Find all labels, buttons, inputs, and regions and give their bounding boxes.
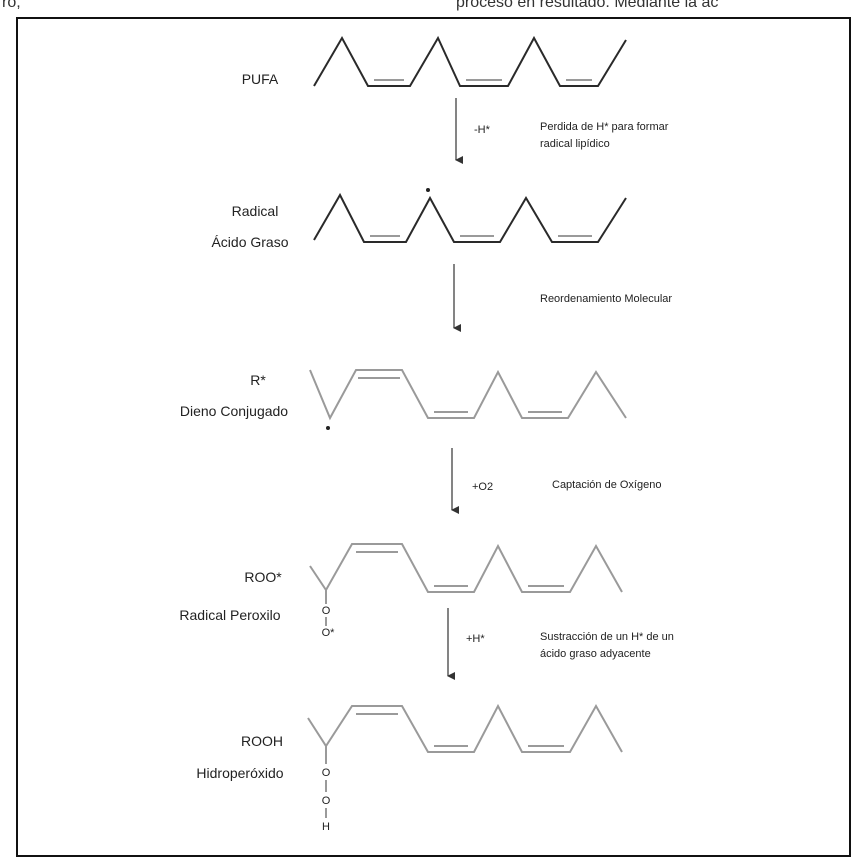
cropped-header-text: ro, proceso en resultado. Mediante la ac (0, 0, 866, 18)
peroxyl-oxygen-1: O (322, 605, 331, 617)
transition-1-description-line-1: Perdida de H* para formar (540, 121, 669, 133)
step-label-hydroperoxide: ROOH (241, 733, 283, 749)
molecule-conjugated-diene (309, 369, 627, 421)
reagent-label-3: +O2 (472, 481, 493, 493)
molecule-peroxyl (309, 543, 623, 604)
step-sublabel-peroxyl: Radical Peroxilo (179, 607, 280, 623)
transition-4-description-line-2: ácido graso adyacente (540, 648, 651, 660)
reagent-label-1: -H* (474, 124, 491, 136)
transition-1-description-line-2: radical lipídico (540, 138, 610, 150)
molecule-radical (313, 192, 627, 243)
transition-4-description-line-1: Sustracción de un H* de un (540, 631, 674, 643)
molecule-pufa (313, 35, 627, 87)
step-label-radical: Radical (232, 203, 279, 219)
hydroperoxide-oxygen-2: O (322, 795, 331, 807)
step-sublabel-radical: Ácido Graso (211, 234, 288, 250)
step-label-conjugated-diene: R* (250, 372, 266, 388)
transition-3-description: Captación de Oxígeno (552, 479, 661, 491)
peroxyl-oxygen-2: O* (322, 627, 336, 639)
reagent-label-4: +H* (466, 633, 485, 645)
step-sublabel-hydroperoxide: Hidroperóxido (196, 765, 283, 781)
hydroperoxide-hydrogen: H (322, 821, 330, 833)
step-sublabel-conjugated-diene: Dieno Conjugado (180, 403, 288, 419)
header-left-fragment: ro, (2, 0, 21, 11)
step-label-pufa: PUFA (242, 71, 279, 87)
step-label-peroxyl: ROO* (244, 569, 282, 585)
radical-dot (426, 188, 430, 192)
transition-2-description: Reordenamiento Molecular (540, 293, 672, 305)
hydroperoxide-oxygen-1: O (322, 767, 331, 779)
molecule-hydroperoxide (307, 703, 623, 764)
radical-dot-diene (326, 426, 330, 430)
header-right-fragment: proceso en resultado. Mediante la ac (456, 0, 719, 11)
